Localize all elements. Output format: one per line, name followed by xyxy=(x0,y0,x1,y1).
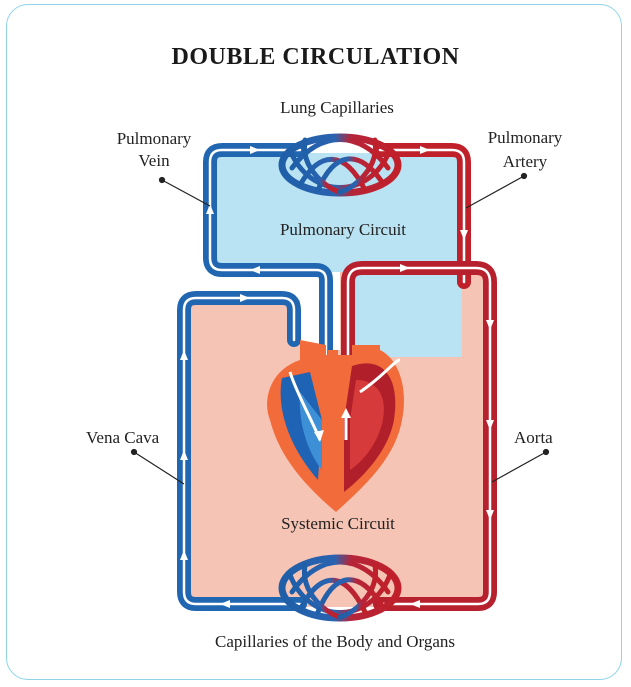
pulmonary-artery-label: Pulmonary Artery xyxy=(488,126,563,174)
pulmonary-circuit-label: Pulmonary Circuit xyxy=(280,220,406,240)
pulmonary-artery-label-line1: Pulmonary xyxy=(488,126,563,150)
pulmonary-lower-region xyxy=(352,272,462,357)
lung-capillaries-label: Lung Capillaries xyxy=(280,98,394,118)
vena-cava-label: Vena Cava xyxy=(86,428,159,448)
body-capillaries-label: Capillaries of the Body and Organs xyxy=(215,632,455,652)
pulmonary-artery-label-line2: Artery xyxy=(488,150,563,174)
aorta-label: Aorta xyxy=(514,428,553,448)
systemic-circuit-label: Systemic Circuit xyxy=(281,514,395,534)
pulmonary-vein-label: Pulmonary Vein xyxy=(117,128,192,172)
pulmonary-vein-label-line1: Pulmonary xyxy=(117,128,192,150)
pulmonary-vein-label-line2: Vein xyxy=(117,150,192,172)
diagram-title: DOUBLE CIRCULATION xyxy=(0,44,631,71)
